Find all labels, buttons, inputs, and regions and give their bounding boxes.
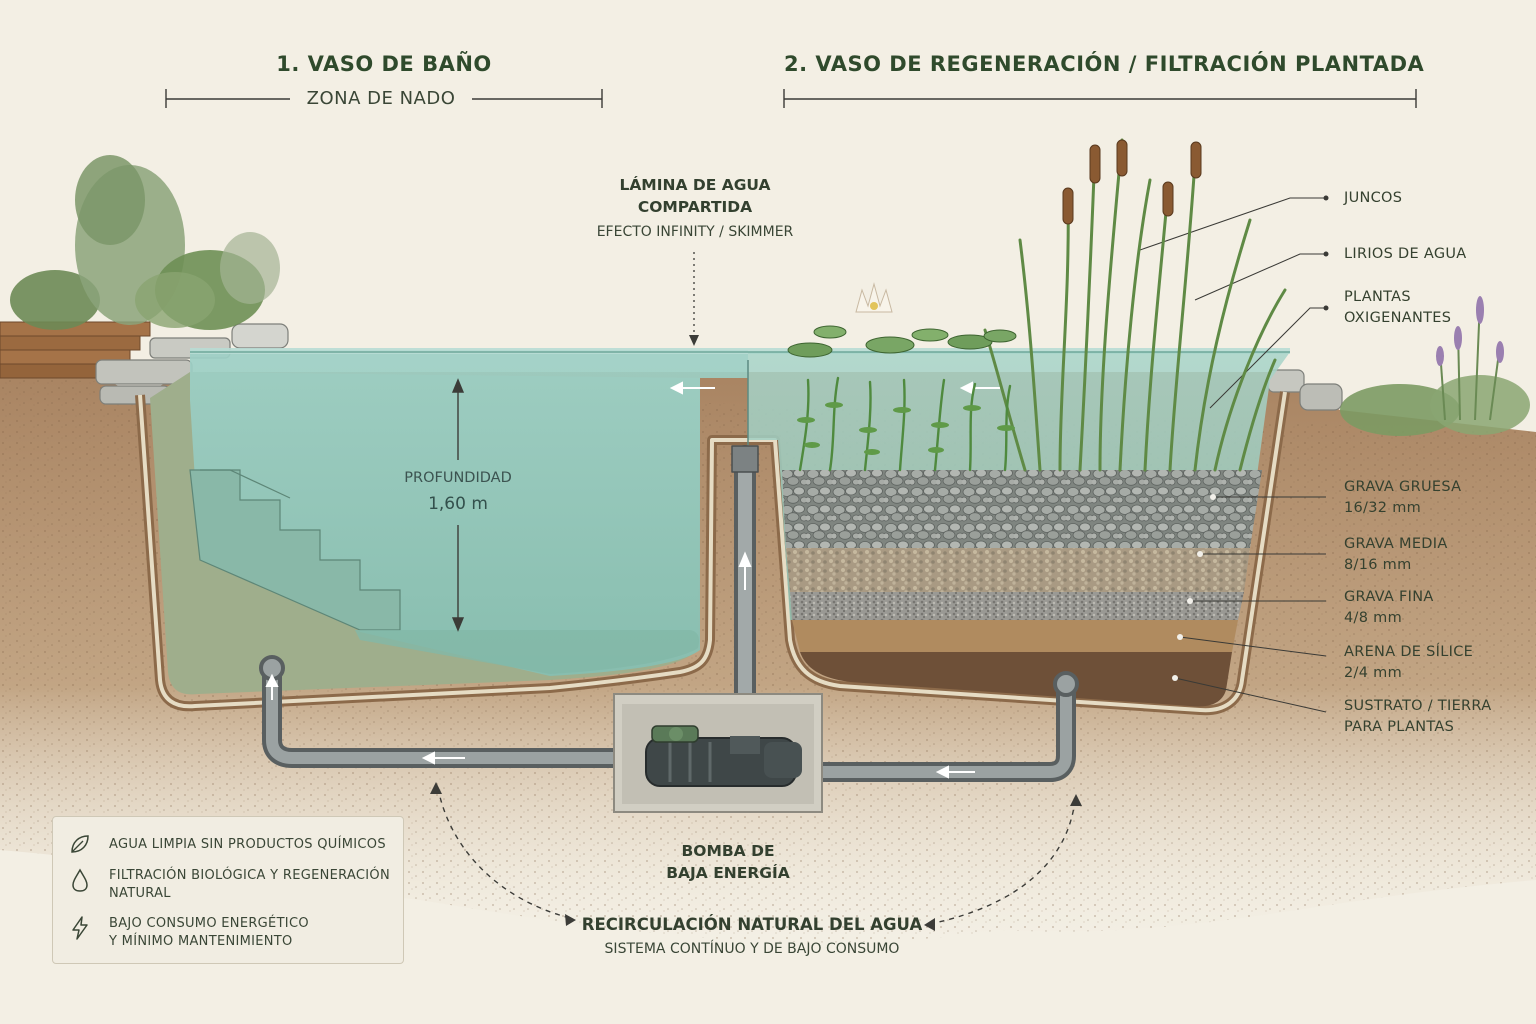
- label-coarse-gravel-name: GRAVA GRUESA: [1344, 479, 1462, 495]
- pool-section-subtitle: ZONA DE NADO: [306, 88, 456, 109]
- water-lily-flower: [855, 282, 893, 313]
- label-fine-gravel-size: 4/8 mm: [1344, 610, 1402, 626]
- label-water-lilies-text: LIRIOS DE AGUA: [1344, 246, 1467, 262]
- legend-low-energy-line2: Y MÍNIMO MANTENIMIENTO: [109, 934, 293, 949]
- layer-coarse-gravel: [782, 470, 1262, 548]
- legend-item-biological-filtration: FILTRACIÓN BIOLÓGICA Y REGENERACIÓN NATU…: [67, 867, 390, 903]
- label-plant-substrate-size: PARA PLANTAS: [1344, 719, 1455, 735]
- pump-label: BOMBA DE BAJA ENERGÍA: [630, 840, 826, 884]
- surface-flow-arrows: [669, 381, 1000, 395]
- label-fine-gravel: GRAVA FINA 4/8 mm: [1344, 587, 1434, 629]
- header-brackets: [165, 89, 1417, 108]
- pump-housing: [613, 693, 823, 813]
- layer-plant-substrate: [800, 652, 1232, 707]
- left-bank-shrubs: [10, 155, 280, 330]
- label-medium-gravel-name: GRAVA MEDIA: [1344, 536, 1448, 552]
- water-sheet-pointer: [689, 252, 699, 346]
- label-water-lilies: LIRIOS DE AGUA: [1344, 244, 1467, 265]
- pipe-system: [262, 445, 1076, 782]
- label-fine-gravel-name: GRAVA FINA: [1344, 589, 1434, 605]
- benefits-legend: AGUA LIMPIA SIN PRODUCTOS QUÍMICOS FILTR…: [52, 816, 404, 964]
- lightning-icon: [72, 916, 88, 940]
- legend-low-energy-line1: BAJO CONSUMO ENERGÉTICO: [109, 916, 309, 931]
- pipe-flow-arrows: [265, 551, 975, 779]
- water-sheet-label: LÁMINA DE AGUA COMPARTIDA: [560, 174, 830, 218]
- pump-label-line2: BAJA ENERGÍA: [666, 864, 790, 882]
- legend-filtration-line2: NATURAL: [109, 886, 171, 901]
- label-medium-gravel: GRAVA MEDIA 8/16 mm: [1344, 534, 1448, 576]
- pool-section-title: 1. VASO DE BAÑO: [276, 52, 492, 76]
- label-silica-sand-size: 2/4 mm: [1344, 665, 1402, 681]
- wooden-deck: [0, 321, 151, 379]
- oxygenating-leaves: [797, 402, 1015, 455]
- label-oxygenating-plants: PLANTAS OXIGENANTES: [1344, 287, 1451, 329]
- label-oxygenating-line1: PLANTAS: [1344, 289, 1411, 305]
- recirculation-title: RECIRCULACIÓN NATURAL DEL AGUA: [581, 915, 923, 934]
- label-coarse-gravel: GRAVA GRUESA 16/32 mm: [1344, 477, 1461, 519]
- pool-water: [190, 350, 748, 676]
- label-silica-sand-name: ARENA DE SÍLICE: [1344, 644, 1474, 660]
- leader-dots: [1172, 195, 1329, 681]
- water-sheet-label-line1: LÁMINA DE AGUA: [619, 176, 771, 194]
- pump-label-line1: BOMBA DE: [681, 842, 775, 860]
- layer-fine-gravel: [790, 592, 1244, 620]
- water-drop-icon: [72, 868, 88, 892]
- layer-medium-gravel: [786, 548, 1250, 592]
- recirculation-arrows: [437, 787, 1076, 925]
- legend-clean-water-text: AGUA LIMPIA SIN PRODUCTOS QUÍMICOS: [109, 837, 386, 852]
- water-sheet-sublabel: EFECTO INFINITY / SKIMMER: [596, 224, 794, 240]
- label-medium-gravel-size: 8/16 mm: [1344, 557, 1412, 573]
- label-oxygenating-line2: OXIGENANTES: [1344, 310, 1452, 326]
- label-plant-substrate: SUSTRATO / TIERRA PARA PLANTAS: [1344, 696, 1491, 738]
- recirculation-subtitle: SISTEMA CONTÍNUO Y DE BAJO CONSUMO: [604, 941, 900, 957]
- water-lilies: [787, 282, 1017, 358]
- depth-value: 1,60 m: [428, 494, 488, 514]
- leaf-icon: [71, 835, 89, 853]
- legend-item-low-energy: BAJO CONSUMO ENERGÉTICO Y MÍNIMO MANTENI…: [67, 915, 309, 951]
- rushes-plants: [983, 138, 1287, 472]
- label-rushes-text: JUNCOS: [1344, 190, 1403, 206]
- label-coarse-gravel-size: 16/32 mm: [1344, 500, 1422, 516]
- regen-section-title: 2. VASO DE REGENERACIÓN / FILTRACIÓN PLA…: [784, 52, 1425, 76]
- cattail-heads: [1062, 139, 1202, 225]
- right-bank-shrubs: [1340, 296, 1530, 436]
- legend-filtration-line1: FILTRACIÓN BIOLÓGICA Y REGENERACIÓN: [109, 868, 390, 883]
- depth-arrow: [451, 378, 465, 632]
- water-sheet-label-line2: COMPARTIDA: [637, 198, 753, 216]
- label-rushes: JUNCOS: [1344, 188, 1402, 209]
- label-plant-substrate-name: SUSTRATO / TIERRA: [1344, 698, 1492, 714]
- label-silica-sand: ARENA DE SÍLICE 2/4 mm: [1344, 642, 1473, 684]
- depth-label: PROFUNDIDAD: [404, 470, 512, 486]
- legend-item-clean-water: AGUA LIMPIA SIN PRODUCTOS QUÍMICOS: [67, 831, 386, 857]
- layer-silica-sand: [792, 620, 1238, 652]
